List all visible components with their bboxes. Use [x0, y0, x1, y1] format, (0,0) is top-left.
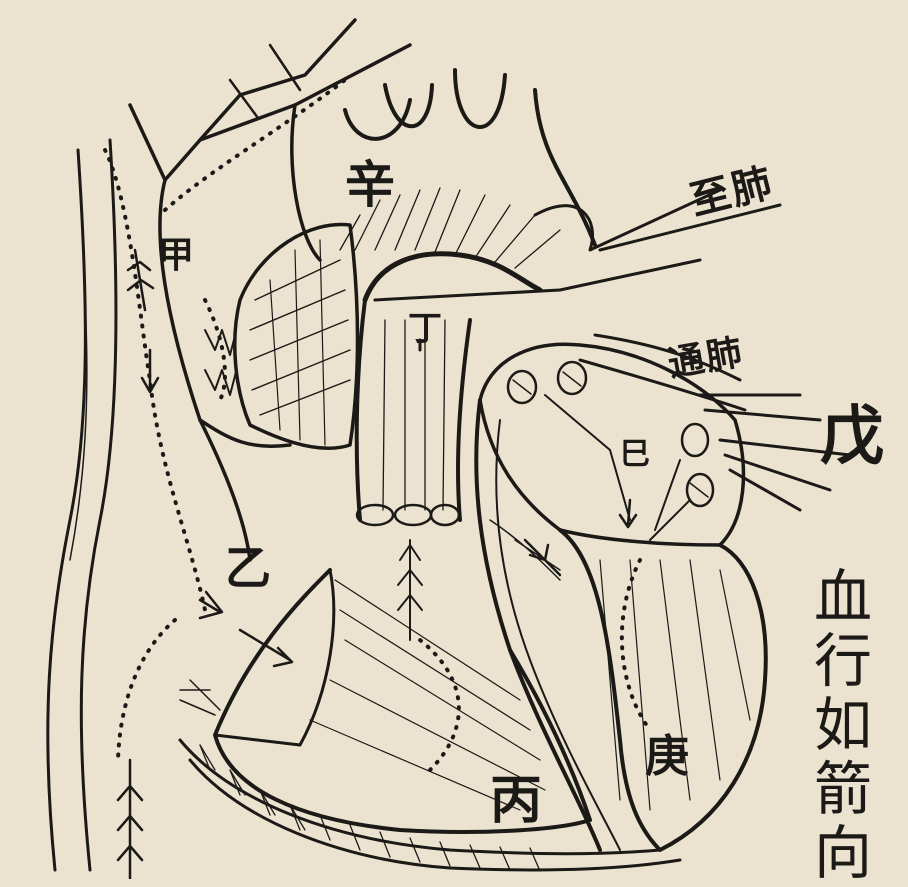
caption-char: 箭	[814, 757, 872, 821]
label-yi: 乙	[225, 545, 271, 591]
label-ji: 巳	[620, 440, 650, 470]
caption-char: 行	[814, 629, 872, 693]
label-jia: 甲	[158, 237, 194, 273]
label-ding: 丁	[408, 312, 442, 346]
vena-cava-left	[48, 140, 116, 870]
label-bing: 丙	[490, 775, 542, 827]
caption-char: 如	[814, 693, 872, 757]
label-wu: 戊	[820, 405, 884, 469]
vertical-caption: 血 行 如 箭 向	[808, 565, 878, 885]
caption-char: 血	[814, 565, 872, 629]
label-geng: 庚	[645, 735, 689, 779]
label-xin: 辛	[345, 160, 395, 210]
central-trunk	[357, 300, 470, 640]
left-upper-atrium	[235, 224, 358, 448]
base-hatching	[180, 680, 680, 871]
caption-char: 向	[814, 821, 872, 885]
